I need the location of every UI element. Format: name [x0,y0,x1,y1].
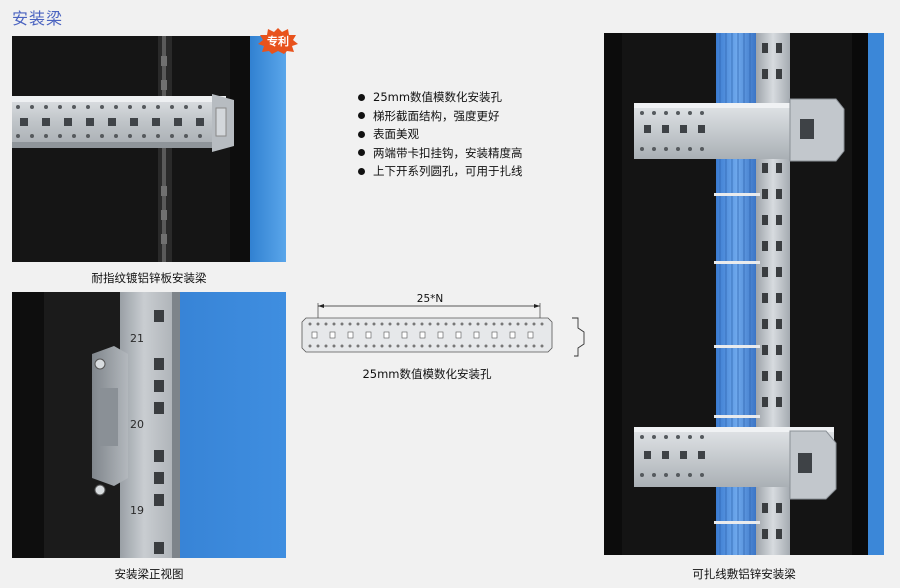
feature-item: 25mm数值模数化安装孔 [358,88,523,107]
feature-item: 上下开系列圆孔，可用于扎线 [358,162,523,181]
photo-beam-front-view: 21 20 19 [12,292,286,558]
photo-beam-closeup [12,36,286,262]
feature-item: 表面美观 [358,125,523,144]
dimension-label: 25*N [416,293,444,305]
bullet-icon [358,167,365,175]
patent-badge-text: 专利 [267,35,289,48]
feature-item: 两端带卡扣挂钩，安装精度高 [358,144,523,163]
page-title: 安装梁 [12,9,64,28]
feature-item: 梯形截面结构，强度更好 [358,107,523,126]
top-left-caption: 耐指纹镀铝锌板安装梁 [91,271,207,285]
feature-list: 25mm数值模数化安装孔 梯形截面结构，强度更好 表面美观 两端带卡扣挂钩，安装… [358,88,523,181]
right-caption: 可扎线敷铝锌安装梁 [692,567,796,581]
bottom-left-caption: 安装梁正视图 [114,567,184,581]
bullet-icon [358,93,365,101]
cable-management-illustration [604,33,884,555]
beam-closeup-illustration [12,36,286,262]
drawing-caption: 25mm数值模数化安装孔 [362,367,492,381]
patent-badge-icon [258,28,298,54]
bullet-icon [358,130,365,138]
beam-front-view-illustration [12,292,286,558]
bullet-icon [358,112,365,120]
rail-number-20: 20 [130,418,144,431]
rail-number-21: 21 [130,332,144,345]
bullet-icon [358,149,365,157]
beam-technical-drawing [301,303,585,357]
photo-cable-management [604,33,884,555]
rail-number-19: 19 [130,504,144,517]
